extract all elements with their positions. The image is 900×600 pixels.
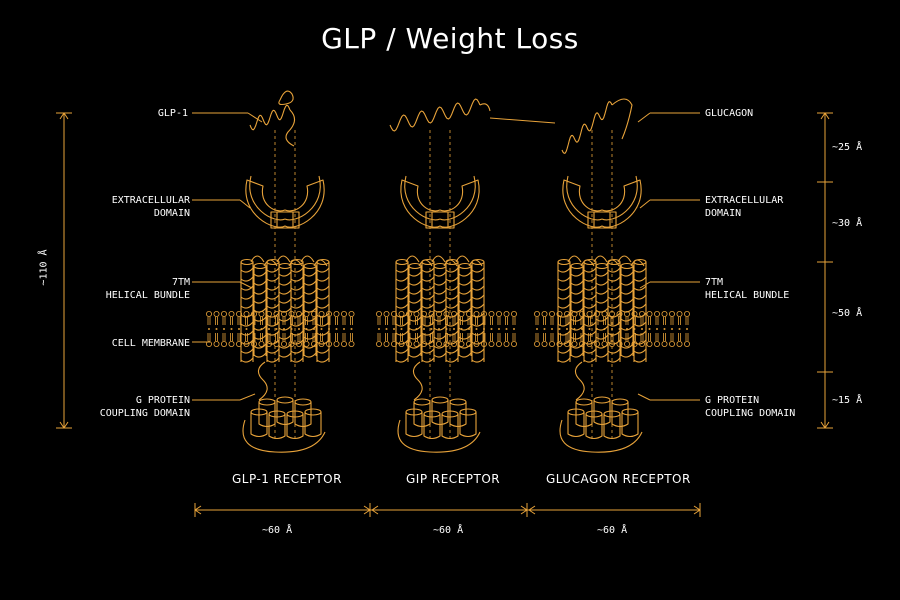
receptor-name-glucagon: GLUCAGON RECEPTOR	[546, 472, 691, 486]
dimension-width-1: ~60 Å	[262, 525, 293, 536]
dimension-ligand: ~25 Å	[832, 142, 863, 153]
intracellular-loop-1	[412, 361, 423, 401]
intracellular-loop-2	[574, 361, 585, 401]
guide-lines	[56, 112, 833, 517]
page-title: GLP / Weight Loss	[321, 22, 579, 55]
receptor-2	[557, 98, 647, 453]
tm-bundle-0	[240, 255, 330, 363]
dimension-ecd: ~30 Å	[832, 218, 863, 229]
ligand-glp1-helix	[249, 104, 291, 131]
dimension-width-2: ~60 Å	[433, 525, 464, 536]
receptor-name-gip: GIP RECEPTOR	[406, 472, 501, 486]
g-protein-0	[242, 396, 326, 453]
dimension-tm: ~50 Å	[832, 308, 863, 319]
label-glucagon: GLUCAGON	[705, 108, 754, 119]
g-protein-2	[559, 396, 643, 453]
ligand-glucagon-helix	[561, 101, 613, 154]
dimension-total-height: ~110 Å	[38, 249, 50, 286]
dimension-width-3: ~60 Å	[597, 525, 628, 536]
label-glp1: GLP-1	[157, 108, 188, 119]
receptor-name-glp1: GLP-1 RECEPTOR	[232, 472, 342, 486]
intracellular-loop-0	[257, 361, 268, 401]
ligand-gip-helix	[389, 98, 481, 132]
receptor-0	[240, 90, 330, 453]
extracellular-domain-1	[400, 175, 480, 229]
dimension-gprotein: ~15 Å	[832, 395, 863, 406]
receptor-1	[389, 98, 491, 453]
tm-bundle-2	[557, 255, 647, 363]
g-protein-1	[397, 396, 481, 453]
extracellular-domain-2	[562, 175, 642, 229]
receptor-drawings	[205, 90, 691, 453]
label-cell-membrane: CELL MEMBRANE	[111, 338, 190, 349]
tm-bundle-1	[395, 255, 485, 363]
extracellular-domain-0	[245, 175, 325, 229]
